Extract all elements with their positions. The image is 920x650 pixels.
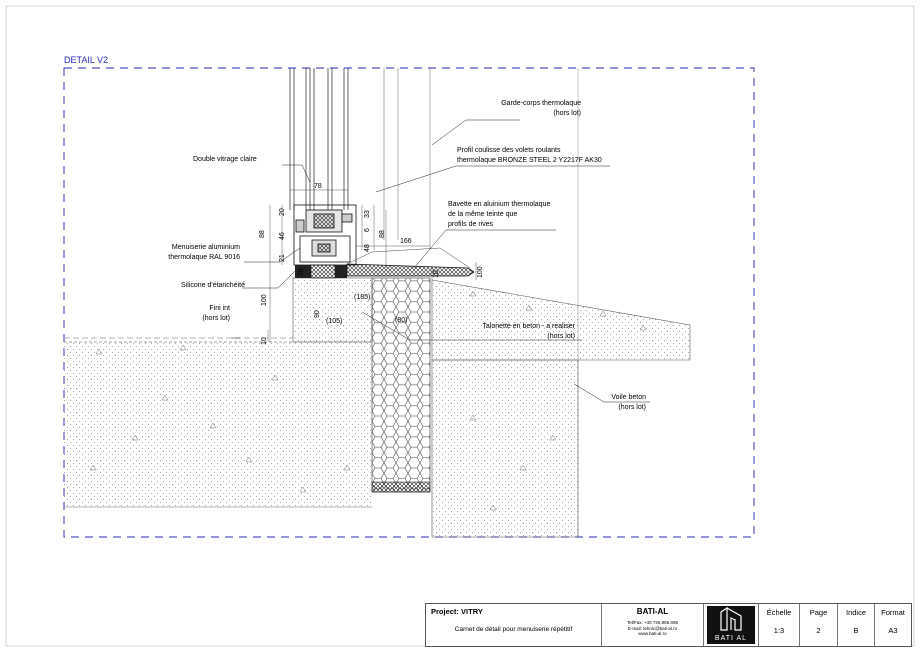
- svg-text:thermolaque RAL 9016: thermolaque RAL 9016: [168, 254, 240, 261]
- svg-text:profils de rives: profils de rives: [448, 221, 494, 228]
- label-profil-coulisse: Profil coulisse des volets roulants: [457, 147, 561, 154]
- aggregate-marks: [89, 290, 647, 511]
- insulation: [371, 277, 431, 493]
- company-cell: BATI-AL Tel/Fax: +40 726.865.895 E-mail:…: [602, 604, 704, 646]
- indice-cell: Indice B: [838, 604, 875, 646]
- dim-185: (185): [354, 294, 370, 301]
- echelle-cell: Échelle 1:3: [759, 604, 800, 646]
- dim-20: 20: [279, 208, 286, 216]
- dim-78: 78: [314, 183, 322, 190]
- dim-33: 33: [364, 210, 371, 218]
- logo-text: BATI AL: [714, 635, 748, 642]
- silicone-seal: [295, 265, 311, 278]
- dim-90: 90: [314, 310, 321, 318]
- indice-label: Indice: [845, 608, 866, 617]
- page-value: 2: [816, 626, 821, 635]
- company-logo: BATI AL: [707, 606, 755, 644]
- detail-title: DETAIL V2: [64, 55, 108, 65]
- floor-slab: [64, 342, 372, 507]
- format-value: A3: [888, 626, 898, 635]
- dim-46: 46: [279, 232, 286, 240]
- voile-beton: [431, 359, 579, 538]
- svg-text:(hors lot): (hors lot): [553, 110, 581, 117]
- page-label: Page: [809, 608, 828, 617]
- company-web: www.bati-al.ro: [638, 631, 667, 636]
- page-cell: Page 2: [800, 604, 838, 646]
- echelle-value: 1:3: [773, 626, 785, 635]
- svg-text:thermolaque BRONZE STEEL 2 Y22: thermolaque BRONZE STEEL 2 Y2217F AK30: [457, 157, 602, 164]
- dim-21: 21: [279, 254, 286, 262]
- label-voile-beton: Voile beton: [611, 394, 646, 401]
- dim-6: 6: [364, 228, 371, 232]
- talonette-beton: [431, 279, 691, 361]
- company-name: BATI-AL: [636, 607, 669, 616]
- logo-cell: BATI AL: [704, 604, 759, 646]
- logo-mark-icon: [720, 606, 742, 631]
- screed: [292, 277, 373, 343]
- label-fini-int: Fini int: [209, 305, 230, 312]
- label-menuiserie: Menuiserie aluminium: [172, 244, 240, 251]
- project-name: VITRY: [461, 607, 483, 616]
- dim-100-right: 100: [477, 266, 484, 278]
- format-cell: Format A3: [875, 604, 911, 646]
- label-double-vitrage: Double vitrage claire: [193, 156, 257, 163]
- svg-text:(hors lot): (hors lot): [202, 315, 230, 322]
- indice-value: B: [853, 626, 859, 635]
- project-label: Project:: [431, 607, 459, 616]
- dim-48: 48: [364, 244, 371, 252]
- company-tel: Tel/Fax: +40 726.865.895: [627, 620, 678, 625]
- dim-20-b: 20: [298, 268, 305, 276]
- dim-100-left: 100: [261, 294, 268, 306]
- company-email: E-mail: tehnic@bati-al.ro: [627, 625, 678, 631]
- label-talonette: Talonette en beton - a realiser: [482, 323, 575, 330]
- bavette: [346, 263, 475, 277]
- format-label: Format: [881, 608, 905, 617]
- svg-text:(hors lot): (hors lot): [547, 333, 575, 340]
- title-block: Project: VITRY Carnet de détail pour men…: [425, 603, 912, 647]
- dim-166: 166: [400, 238, 412, 245]
- project-cell: Project: VITRY Carnet de détail pour men…: [426, 604, 602, 646]
- svg-text:(hors lot): (hors lot): [618, 404, 646, 411]
- dim-88-right: 88: [379, 230, 386, 238]
- label-garde-corps: Garde-corps thermolaque: [501, 100, 581, 107]
- menuiserie-profile: [293, 204, 357, 266]
- detail-frame: [63, 67, 755, 538]
- double-vitrage: [289, 68, 349, 210]
- dim-10: 10: [433, 270, 440, 278]
- dim-88: 88: [259, 230, 266, 238]
- dim-10-bottom: 10: [261, 337, 268, 345]
- dim-105: (105): [326, 318, 342, 325]
- label-bavette: Bavette en aluinium thermolaque: [448, 201, 550, 208]
- label-silicone: Silicone d'étanchéité: [181, 282, 245, 289]
- dim-80: (80): [395, 317, 407, 324]
- echelle-label: Échelle: [766, 608, 792, 617]
- svg-text:de la même teinte que: de la même teinte que: [448, 211, 517, 218]
- leader-lines: [232, 119, 650, 403]
- project-description: Carnet de détail pour menuiserie répétit…: [454, 626, 573, 633]
